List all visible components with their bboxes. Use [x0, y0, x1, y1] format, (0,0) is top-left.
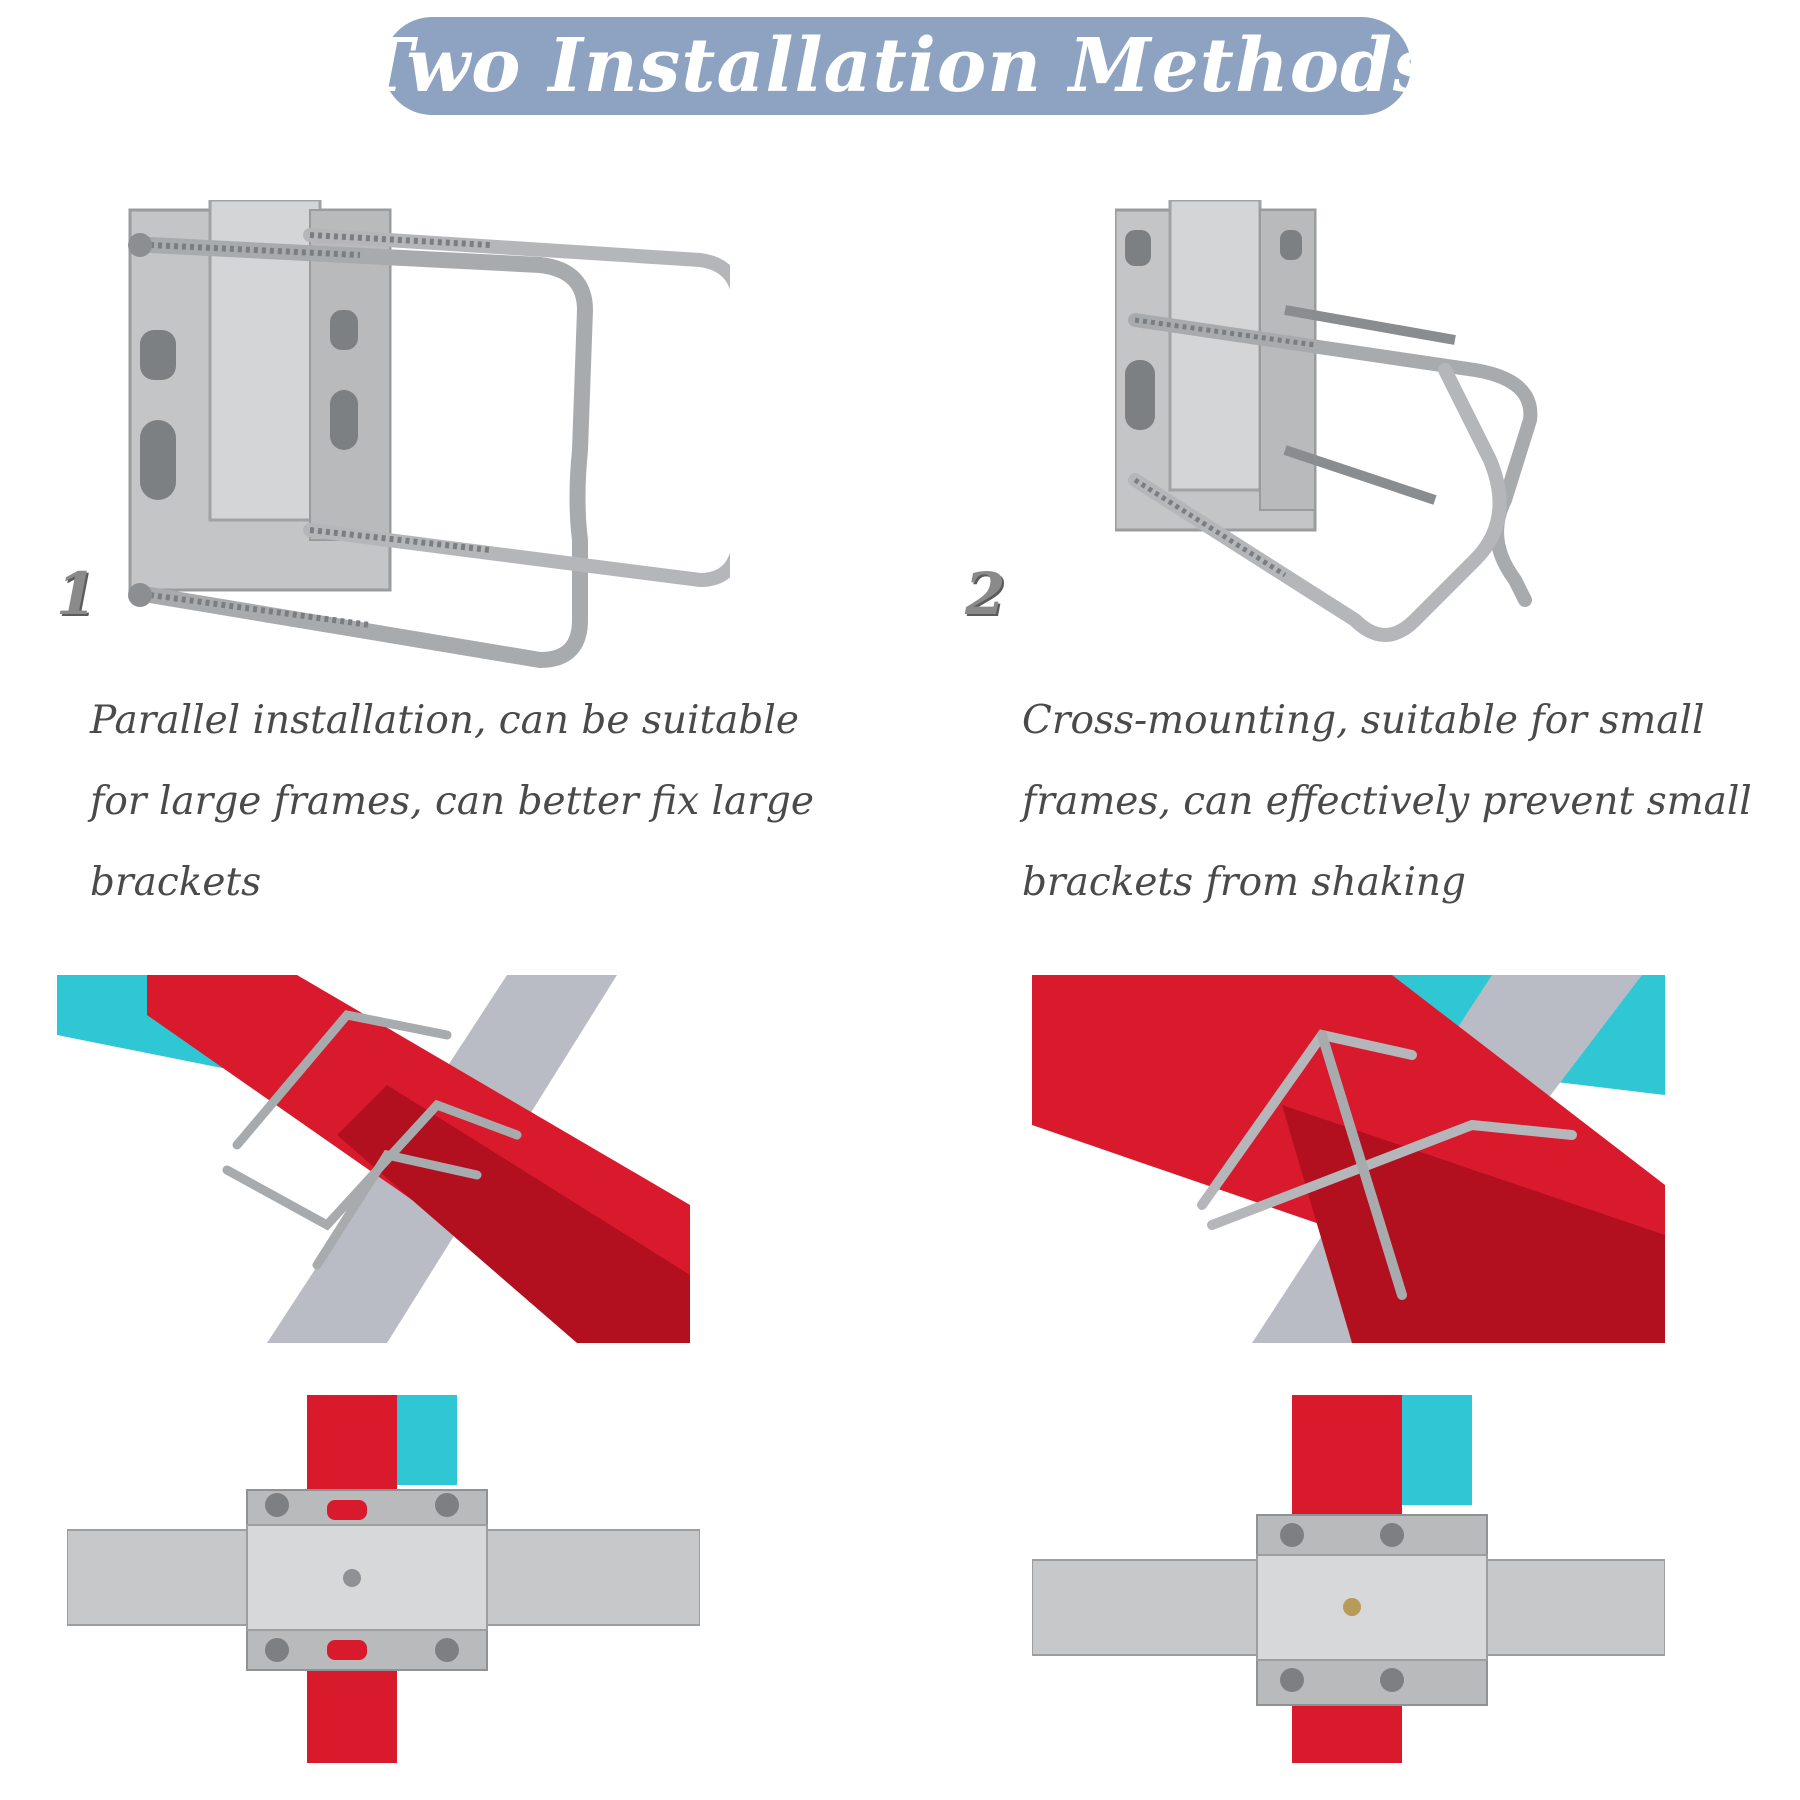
method-number-2: 2 — [965, 560, 1006, 628]
method-2-description: Cross-mounting, suitable for small frame… — [1022, 680, 1782, 923]
method-2-line-3: brackets from shaking — [1022, 860, 1467, 905]
title-banner: Two Installation Methods — [358, 17, 1435, 115]
method-number-1: 1 — [56, 560, 97, 628]
installed-image-cross-front — [1032, 1395, 1665, 1763]
method-2-line-1: Cross-mounting, suitable for small — [1022, 698, 1705, 743]
method-1-line-3: brackets — [90, 860, 262, 905]
installed-image-cross-angle — [1032, 975, 1665, 1343]
method-1-description: Parallel installation, can be suitable f… — [90, 680, 850, 923]
installed-image-parallel-angle — [57, 975, 690, 1343]
page-title: Two Installation Methods — [358, 23, 1436, 109]
method-2-line-2: frames, can effectively prevent small — [1022, 779, 1752, 824]
installed-image-parallel-front — [67, 1395, 700, 1763]
method-1-line-2: for large frames, can better fix large — [90, 779, 814, 824]
method-1-line-1: Parallel installation, can be suitable — [90, 698, 799, 743]
product-image-cross — [1115, 200, 1575, 660]
product-image-parallel — [110, 200, 730, 680]
